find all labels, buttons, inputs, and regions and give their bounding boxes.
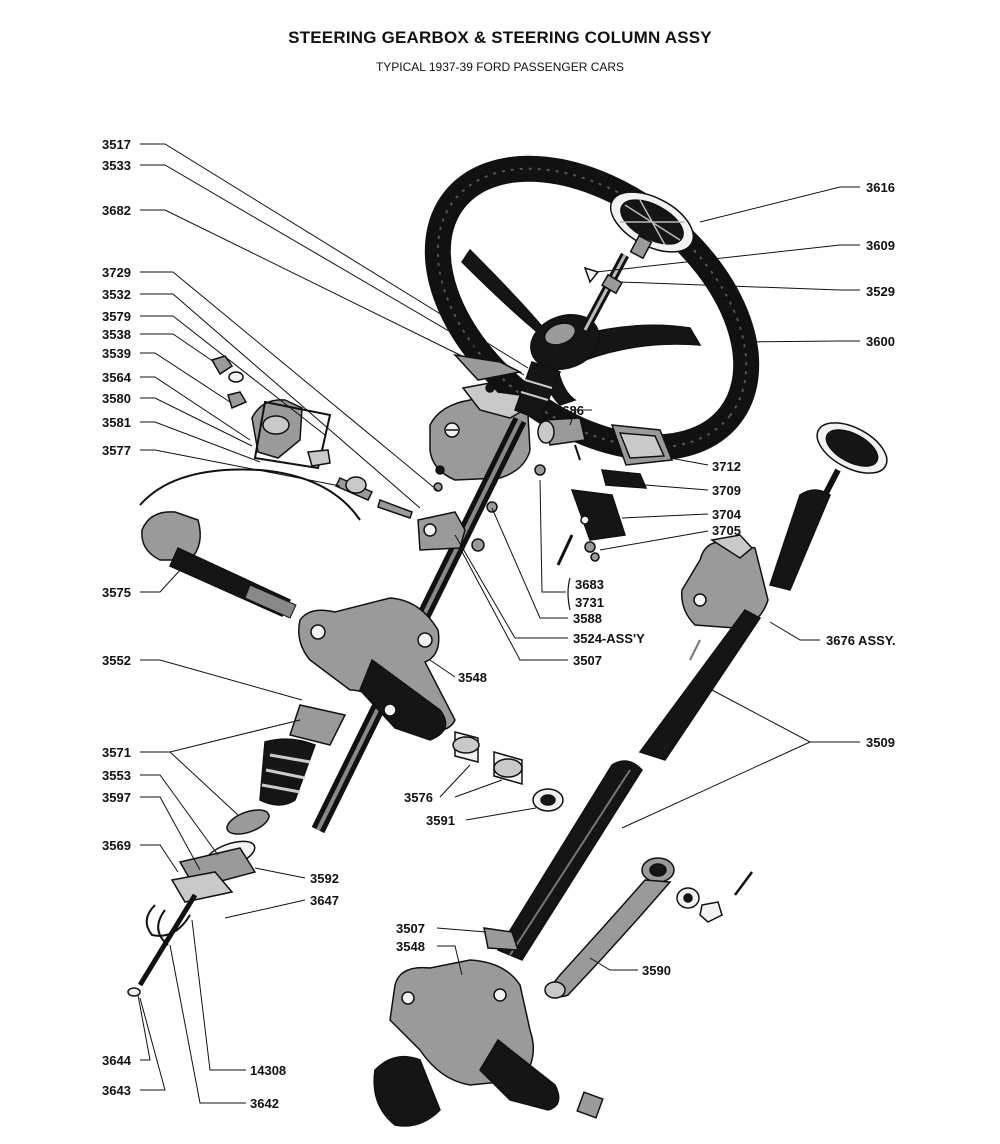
part-label-3524: 3524-ASS'Y bbox=[573, 631, 645, 646]
part-label-3571: 3571 bbox=[102, 745, 131, 760]
gear-housing-upper bbox=[298, 597, 456, 741]
part-label-3533: 3533 bbox=[102, 158, 131, 173]
part-label-3576: 3576 bbox=[404, 790, 433, 805]
part-label-3643: 3643 bbox=[102, 1083, 131, 1098]
part-label-3553: 3553 bbox=[102, 768, 131, 783]
part-label-3552: 3552 bbox=[102, 653, 131, 668]
gear-housing-lower bbox=[373, 959, 604, 1127]
part-label-3590: 3590 bbox=[642, 963, 671, 978]
part-label-3517: 3517 bbox=[102, 137, 131, 152]
parts-illustration bbox=[127, 155, 888, 1127]
page-subtitle: TYPICAL 1937-39 FORD PASSENGER CARS bbox=[375, 60, 625, 74]
part-label-3682: 3682 bbox=[102, 203, 131, 218]
part-label-3676: 3676 ASSY. bbox=[826, 633, 896, 648]
part-label-3575: 3575 bbox=[102, 585, 131, 600]
part-label-3569: 3569 bbox=[102, 838, 131, 853]
part-label-3532: 3532 bbox=[102, 287, 131, 302]
part-label-3539: 3539 bbox=[102, 346, 131, 361]
part-label-3591: 3591 bbox=[426, 813, 455, 828]
part-label-3509: 3509 bbox=[866, 735, 895, 750]
leader-lines bbox=[137, 143, 860, 1104]
part-label-3592: 3592 bbox=[310, 871, 339, 886]
part-label-3580: 3580 bbox=[102, 391, 131, 406]
part-label-3616: 3616 bbox=[866, 180, 895, 195]
pitman-arm bbox=[544, 857, 754, 999]
part-label-3647: 3647 bbox=[310, 893, 339, 908]
part-label-3642: 3642 bbox=[250, 1096, 279, 1111]
part-label-3644: 3644 bbox=[102, 1053, 132, 1068]
part-label-3686: 3686 bbox=[555, 403, 584, 418]
part-label-3507-lower: 3507 bbox=[396, 921, 425, 936]
part-label-3507-upper: 3507 bbox=[573, 653, 602, 668]
part-label-3597: 3597 bbox=[102, 790, 131, 805]
part-label-3709: 3709 bbox=[712, 483, 741, 498]
page-title: STEERING GEARBOX & STEERING COLUMN ASSY bbox=[288, 28, 712, 47]
shaft-3575 bbox=[139, 468, 361, 619]
part-label-3731: 3731 bbox=[575, 595, 604, 610]
part-label-3581: 3581 bbox=[102, 415, 131, 430]
part-label-3548-lower: 3548 bbox=[396, 939, 425, 954]
part-label-3609: 3609 bbox=[866, 238, 895, 253]
part-label-3529: 3529 bbox=[866, 284, 895, 299]
part-label-3579: 3579 bbox=[102, 309, 131, 324]
part-label-3705: 3705 bbox=[712, 523, 741, 538]
part-label-3600: 3600 bbox=[866, 334, 895, 349]
part-label-14308: 14308 bbox=[250, 1063, 286, 1078]
part-label-3577: 3577 bbox=[102, 443, 131, 458]
horn-button-top bbox=[609, 191, 695, 260]
part-label-3548-upper: 3548 bbox=[458, 670, 487, 685]
part-labels: 3517 3533 3682 3729 3532 3579 3538 3539 … bbox=[102, 137, 896, 1111]
part-label-3538: 3538 bbox=[102, 327, 131, 342]
column-assembly-3676 bbox=[638, 422, 888, 761]
part-label-3729: 3729 bbox=[102, 265, 131, 280]
part-label-3588: 3588 bbox=[573, 611, 602, 626]
part-label-3712: 3712 bbox=[712, 459, 741, 474]
clamp-3507-upper bbox=[417, 511, 466, 551]
part-label-3704: 3704 bbox=[712, 507, 742, 522]
part-label-3683: 3683 bbox=[575, 577, 604, 592]
part-label-3564: 3564 bbox=[102, 370, 132, 385]
